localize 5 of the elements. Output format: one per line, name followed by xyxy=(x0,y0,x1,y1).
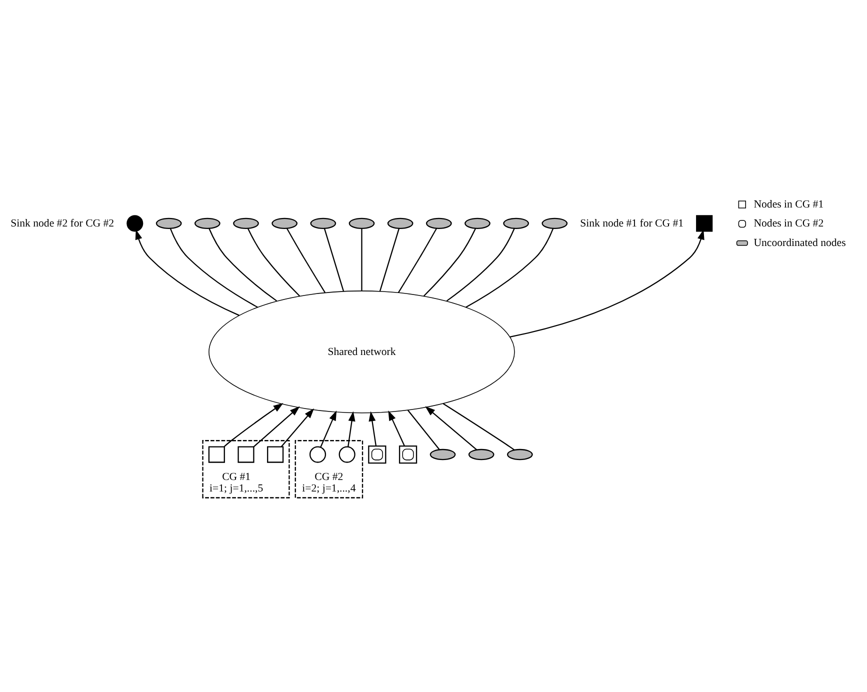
legend-label: Nodes in CG #2 xyxy=(754,217,824,230)
legend-label: Nodes in CG #1 xyxy=(754,198,824,210)
node-label: Sink node #1 for CG #1 xyxy=(580,216,684,229)
legend-label: Uncoordinated nodes xyxy=(754,236,846,248)
node-label: Sink node #2 for CG #2 xyxy=(10,216,114,229)
